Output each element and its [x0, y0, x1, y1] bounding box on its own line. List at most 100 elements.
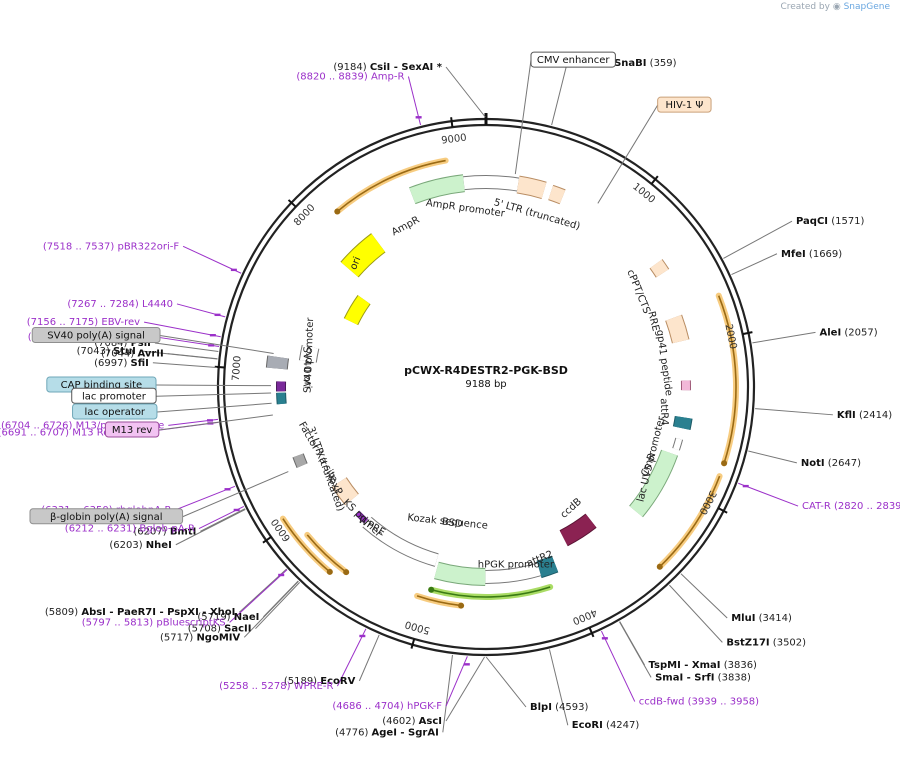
orf-arc: [279, 515, 333, 575]
enzyme-label: MfeI (1669): [781, 249, 842, 260]
enzyme-leader: [752, 331, 816, 344]
ampr-promoter-feature: [463, 176, 487, 190]
feature-label: BSD: [441, 516, 463, 530]
feature-label: AmpR: [390, 215, 422, 239]
tick-mark: [450, 117, 454, 128]
enzyme-name: (4776) AgeI - SgrAI: [335, 727, 439, 738]
primer-range: (6691 .. 6707): [0, 428, 72, 439]
primer-name: CAT-R: [802, 501, 834, 512]
enzyme-leader: [445, 66, 486, 118]
primer-mark: [742, 484, 749, 488]
plasmid-name: pCWX-R4DESTR2-PGK-BSD: [404, 364, 568, 377]
enzyme-label: (7084) PsiI: [94, 338, 151, 349]
primer-mark: [214, 313, 221, 317]
enzyme-label: (5809) AbsI - PaeR7I - PspXI - XhoI: [45, 607, 235, 618]
enzyme-position: (5809): [45, 607, 81, 618]
enzyme-position: (5189): [284, 676, 320, 687]
primer-label: ccdB-fwd (3939 .. 3958): [639, 697, 759, 708]
primer-mark: [463, 663, 470, 666]
orf-arc-core: [336, 159, 446, 213]
enzyme-name: TspMI - XmaI (3836): [649, 660, 758, 671]
feature-label: SV40 promoter: [303, 317, 317, 394]
enzyme-name: BlpI: [530, 702, 552, 713]
feature-callout: lac promoter: [71, 387, 157, 404]
enzyme-position: (5719): [197, 612, 233, 623]
enzyme-name: EcoRI (4247): [572, 720, 640, 731]
ori-feature: [341, 233, 386, 277]
tick-mark: [410, 638, 416, 649]
enzyme-name: AvrII: [137, 349, 163, 360]
feature-label: KS primer: [341, 497, 385, 540]
primer-name: pBR322ori-F: [117, 241, 179, 252]
site-labels: (9184) CsiI - SexAI *BsaAI - SnaBI (359)…: [0, 51, 900, 738]
enzyme-name: (6203) NheI: [109, 540, 171, 551]
primer-name: (4686 .. 4704) hPGK-F: [332, 701, 442, 712]
primer-mark: [415, 116, 422, 119]
enzyme-name: AleI: [820, 327, 842, 338]
tick-mark: [650, 175, 659, 185]
enzyme-label: (6997) SfiI: [94, 358, 149, 369]
primer-name: Amp-R: [371, 72, 405, 83]
primer-name: M13 Reverse: [72, 428, 137, 439]
enzyme-name: KflI (2414): [837, 410, 892, 421]
enzyme-position: (359): [646, 58, 676, 69]
sv40ori-feature: [344, 295, 370, 325]
enzyme-leader: [680, 573, 728, 619]
attr2-feature: [536, 556, 558, 578]
bglob-feature: [293, 453, 307, 468]
callout-leader: [514, 60, 532, 175]
enzyme-position: (3838): [715, 672, 752, 683]
enzyme-label: AleI (2057): [820, 327, 878, 338]
tick-label: 5000: [404, 618, 431, 636]
feature-label: SV40 ori: [300, 346, 312, 388]
enzyme-label: NotI (2647): [801, 458, 861, 469]
enzyme-label: (6203) NheI: [109, 540, 171, 551]
callout-box: [72, 403, 158, 420]
enzyme-name: MluI (3414): [731, 613, 792, 624]
enzyme-leader: [755, 408, 833, 416]
enzyme-leader: [175, 508, 246, 546]
primer-range: (2820 .. 2839): [834, 501, 900, 512]
feature-label: Kozak sequence: [407, 512, 488, 531]
orf-arrowhead: [721, 460, 728, 467]
tick-mark: [287, 199, 297, 208]
primer-range: (5797 .. 5813): [82, 617, 157, 628]
tick-mark: [742, 331, 753, 336]
enzyme-position: (5708): [188, 624, 224, 635]
tick-label: 7000: [231, 355, 244, 381]
cmr-feature: [629, 449, 678, 517]
primer-mark: [208, 344, 215, 347]
callout-leader: [182, 471, 289, 518]
lacuv5-feature: [673, 438, 683, 451]
bsd-feature: [434, 562, 486, 585]
primer-leader: [600, 630, 636, 702]
enzyme-leader: [238, 568, 287, 613]
enzyme-leader: [154, 342, 219, 352]
enzyme-name: SmaI - SrfI: [655, 672, 714, 683]
primer-mark: [207, 419, 214, 422]
primer-mark: [209, 334, 216, 337]
primer-label: (6691 .. 6707) M13 Reverse: [0, 428, 137, 439]
snapgene-logo-icon: ◉: [832, 2, 841, 12]
callout-box: [29, 508, 184, 525]
primer-name: L4440: [142, 299, 173, 310]
enzyme-name: PaqCI: [796, 216, 828, 227]
enzyme-name: (5809) AbsI - PaeR7I - PspXI - XhoI: [45, 607, 235, 618]
sv40pa-feature: [266, 355, 289, 370]
primer-label: CAT-R (2820 .. 2839): [802, 501, 900, 512]
enzyme-name: AscI: [419, 716, 442, 727]
feature-callout: β-globin poly(A) signal: [29, 508, 184, 525]
feature-callout: HIV-1 Ψ: [657, 96, 712, 113]
enzyme-name: MfeI (1669): [781, 249, 842, 260]
ltr3-feature: [332, 477, 359, 505]
enzyme-position: (6207): [133, 526, 169, 537]
primer-leader: [337, 628, 367, 687]
enzyme-name: (7043) StuI: [77, 346, 136, 357]
feature-label: 5' LTR (truncated): [492, 197, 581, 232]
callout-text: HIV-1 Ψ: [665, 100, 703, 111]
enzyme-name: NotI: [801, 458, 825, 469]
orf-arcs: [279, 157, 739, 609]
enzyme-position: (4247): [603, 720, 640, 731]
callout-leader: [156, 402, 272, 413]
enzyme-name: SfiI: [131, 358, 149, 369]
